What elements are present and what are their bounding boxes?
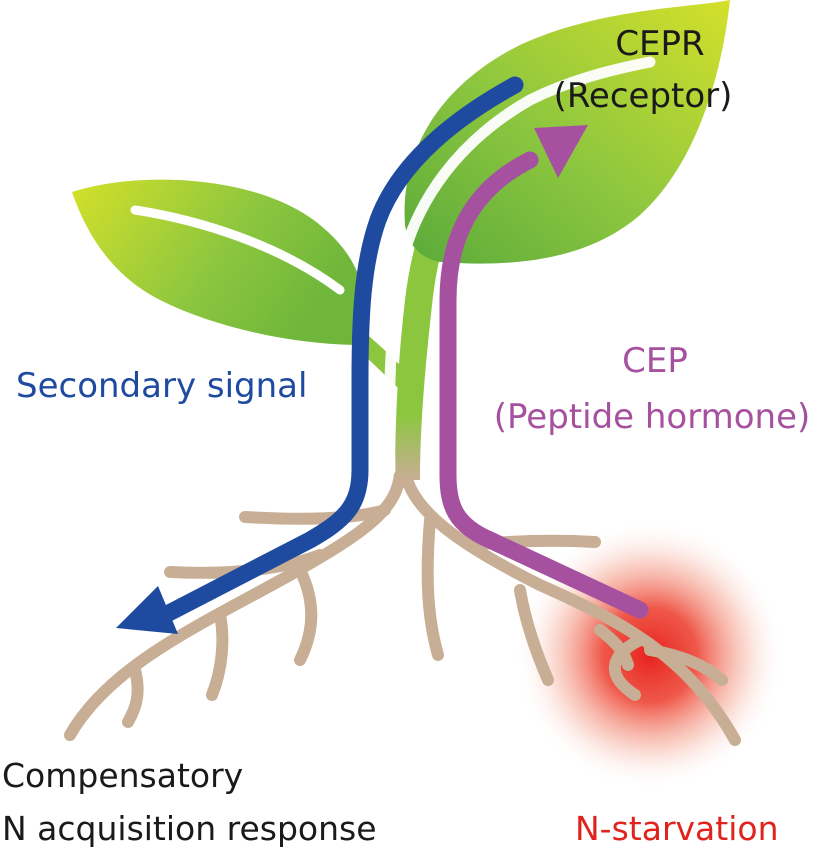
stem-highlight: [383, 56, 656, 476]
hormone-label-line2: (Peptide hormone): [494, 397, 811, 437]
stem: [395, 155, 478, 480]
response-label-line1: Compensatory: [2, 756, 243, 795]
root-branch: [239, 504, 391, 525]
root-branch: [294, 564, 318, 666]
response-label-line2: N acquisition response: [2, 809, 377, 848]
arrow-down-left-icon: [116, 586, 178, 634]
root-branch: [206, 609, 229, 701]
left-leaf-vein: [130, 205, 345, 295]
root-branch: [421, 514, 444, 661]
arrow-up-right-icon: [534, 125, 588, 178]
starvation-label: N-starvation: [575, 809, 778, 848]
root-branch: [609, 634, 646, 701]
receptor-label-line1: CEPR: [615, 24, 704, 64]
cep-arrow-shaft: [439, 151, 649, 619]
secondary-signal-label: Secondary signal: [16, 366, 307, 406]
root-branch: [594, 624, 634, 671]
receptor-label-line2: (Receptor): [554, 76, 733, 116]
hormone-label-line1: CEP: [622, 341, 688, 381]
root-branch: [122, 664, 144, 728]
secondary-signal-arrow-shaft: [156, 76, 524, 624]
root-branch: [644, 644, 728, 686]
root-branch: [514, 584, 554, 686]
main-root-right: [399, 464, 741, 746]
left-leaf: [72, 179, 365, 345]
